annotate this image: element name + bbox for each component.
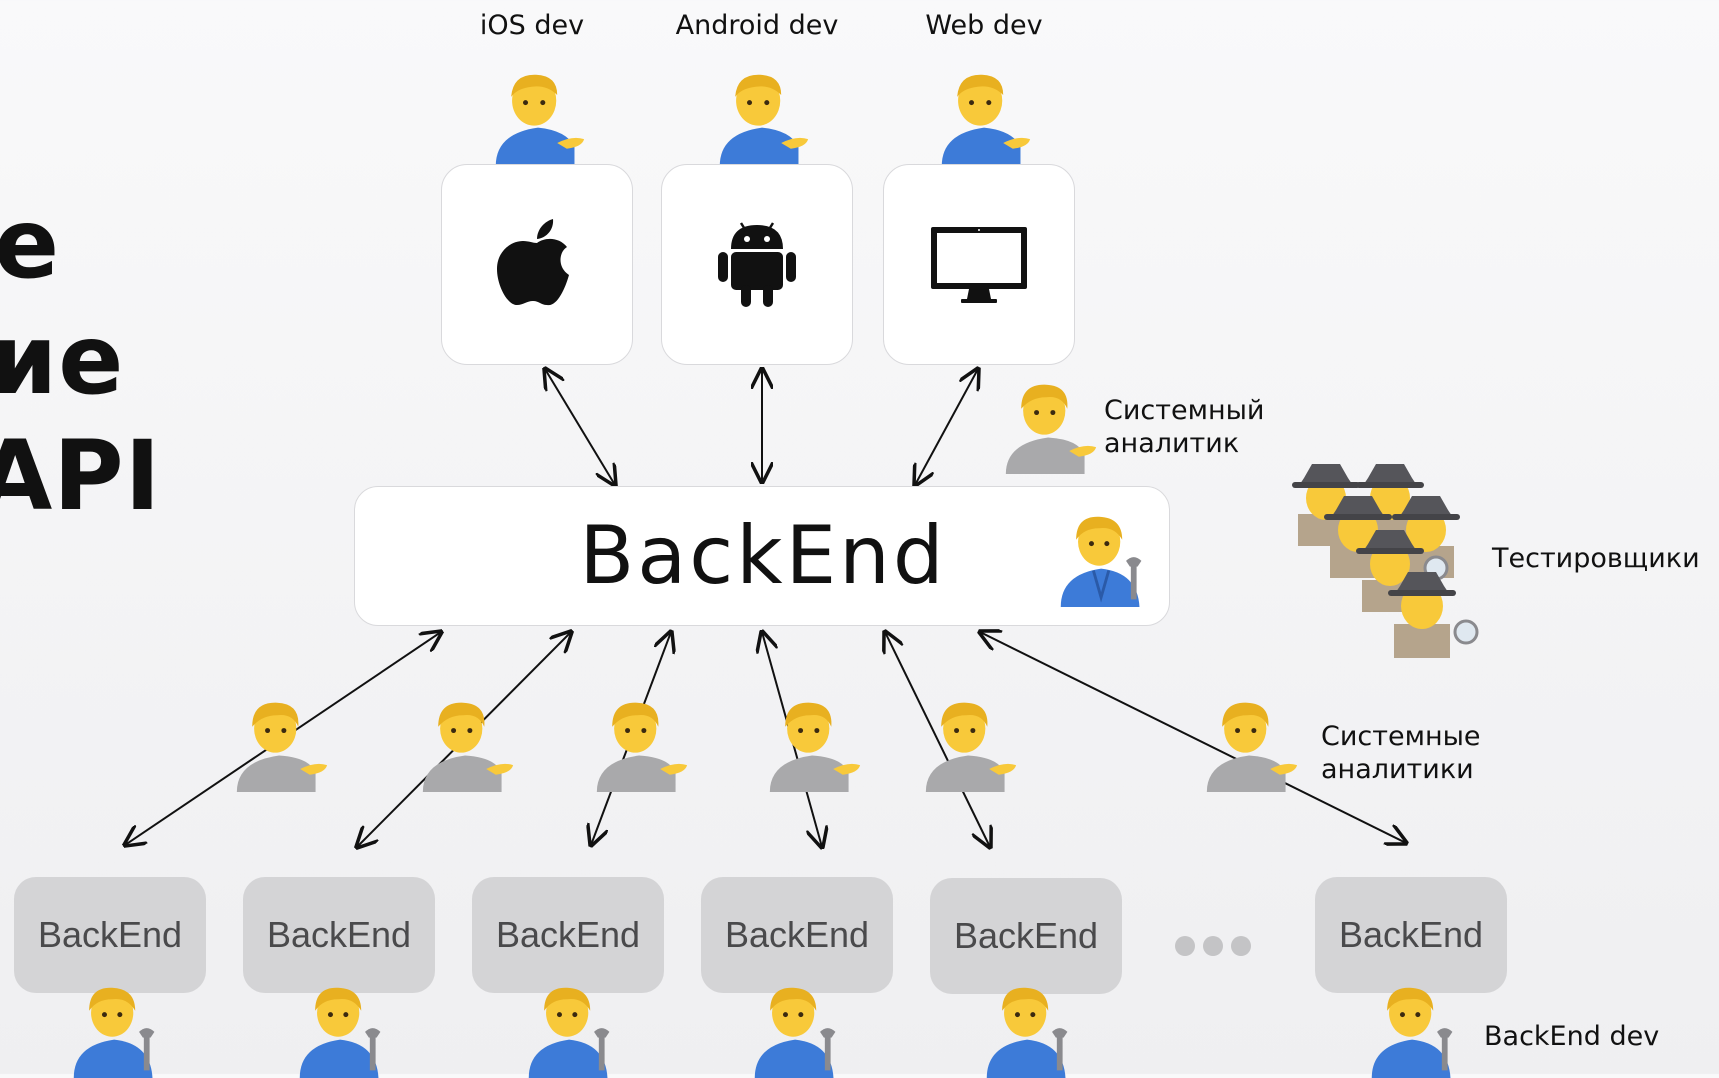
service-backend-label: BackEnd xyxy=(1338,914,1484,955)
backend-dev-icon xyxy=(1371,987,1453,1078)
developer-icon xyxy=(941,74,1031,166)
main-backend-label: BackEnd xyxy=(579,509,947,602)
backend-dev-label: BackEnd dev xyxy=(1484,1021,1660,1052)
service-backend-label: BackEnd xyxy=(724,914,870,955)
arrow-backend-svc-6 xyxy=(980,632,1406,843)
title-line-2: ие xyxy=(0,304,125,416)
service-backend-box: BackEnd xyxy=(243,877,435,993)
service-backend-box: BackEnd xyxy=(1315,877,1507,993)
service-backend-box: BackEnd xyxy=(14,877,206,993)
service-backend-label: BackEnd xyxy=(953,915,1099,956)
apple-icon xyxy=(497,218,569,305)
title-line-1: е xyxy=(0,188,61,300)
developer-icon xyxy=(719,74,809,166)
main-backend-box: BackEnd xyxy=(354,486,1170,626)
service-backend-box: BackEnd xyxy=(701,877,893,993)
backend-dev-icon xyxy=(73,987,155,1078)
android-icon xyxy=(718,221,796,307)
platform-card-ios xyxy=(441,164,633,365)
platform-card-web xyxy=(883,164,1075,365)
backend-dev-icon xyxy=(528,987,610,1078)
system-analyst-icon xyxy=(925,702,1017,792)
dev-label-web: Web dev xyxy=(925,10,1043,41)
system-analyst-icon xyxy=(1206,702,1298,792)
testers-label: Тестировщики xyxy=(1492,543,1700,574)
system-analyst-icon xyxy=(422,702,514,792)
backend-dev-icon xyxy=(986,987,1068,1078)
backend-dev-icon xyxy=(299,987,381,1078)
service-backend-label: BackEnd xyxy=(37,914,183,955)
monitor-icon xyxy=(931,226,1027,303)
service-backend-label: BackEnd xyxy=(266,914,412,955)
service-backend-box: BackEnd xyxy=(472,877,664,993)
system-analyst-icon xyxy=(596,702,688,792)
dev-label-android: Android dev xyxy=(675,10,839,41)
system-analyst-icon xyxy=(1005,384,1097,474)
service-backend-label: BackEnd xyxy=(495,914,641,955)
arrow-ios-backend xyxy=(545,369,615,485)
title-line-3: API xyxy=(0,420,162,532)
service-backend-box: BackEnd xyxy=(930,878,1122,994)
developer-icon xyxy=(495,74,585,166)
arrow-backend-svc-5 xyxy=(885,632,990,847)
system-analyst-label: Системный аналитик xyxy=(1104,395,1265,459)
system-analyst-icon xyxy=(236,702,328,792)
system-analysts-label: Системные аналитики xyxy=(1321,721,1481,785)
backend-dev-icon xyxy=(1060,516,1142,607)
system-analyst-icon xyxy=(769,702,861,792)
testers-icon xyxy=(1292,464,1479,658)
arrow-web-backend xyxy=(915,369,978,485)
dev-label-ios: iOS dev xyxy=(479,10,585,41)
ellipsis-icon xyxy=(1175,936,1251,956)
platform-card-android xyxy=(661,164,853,365)
backend-dev-icon xyxy=(754,987,836,1078)
